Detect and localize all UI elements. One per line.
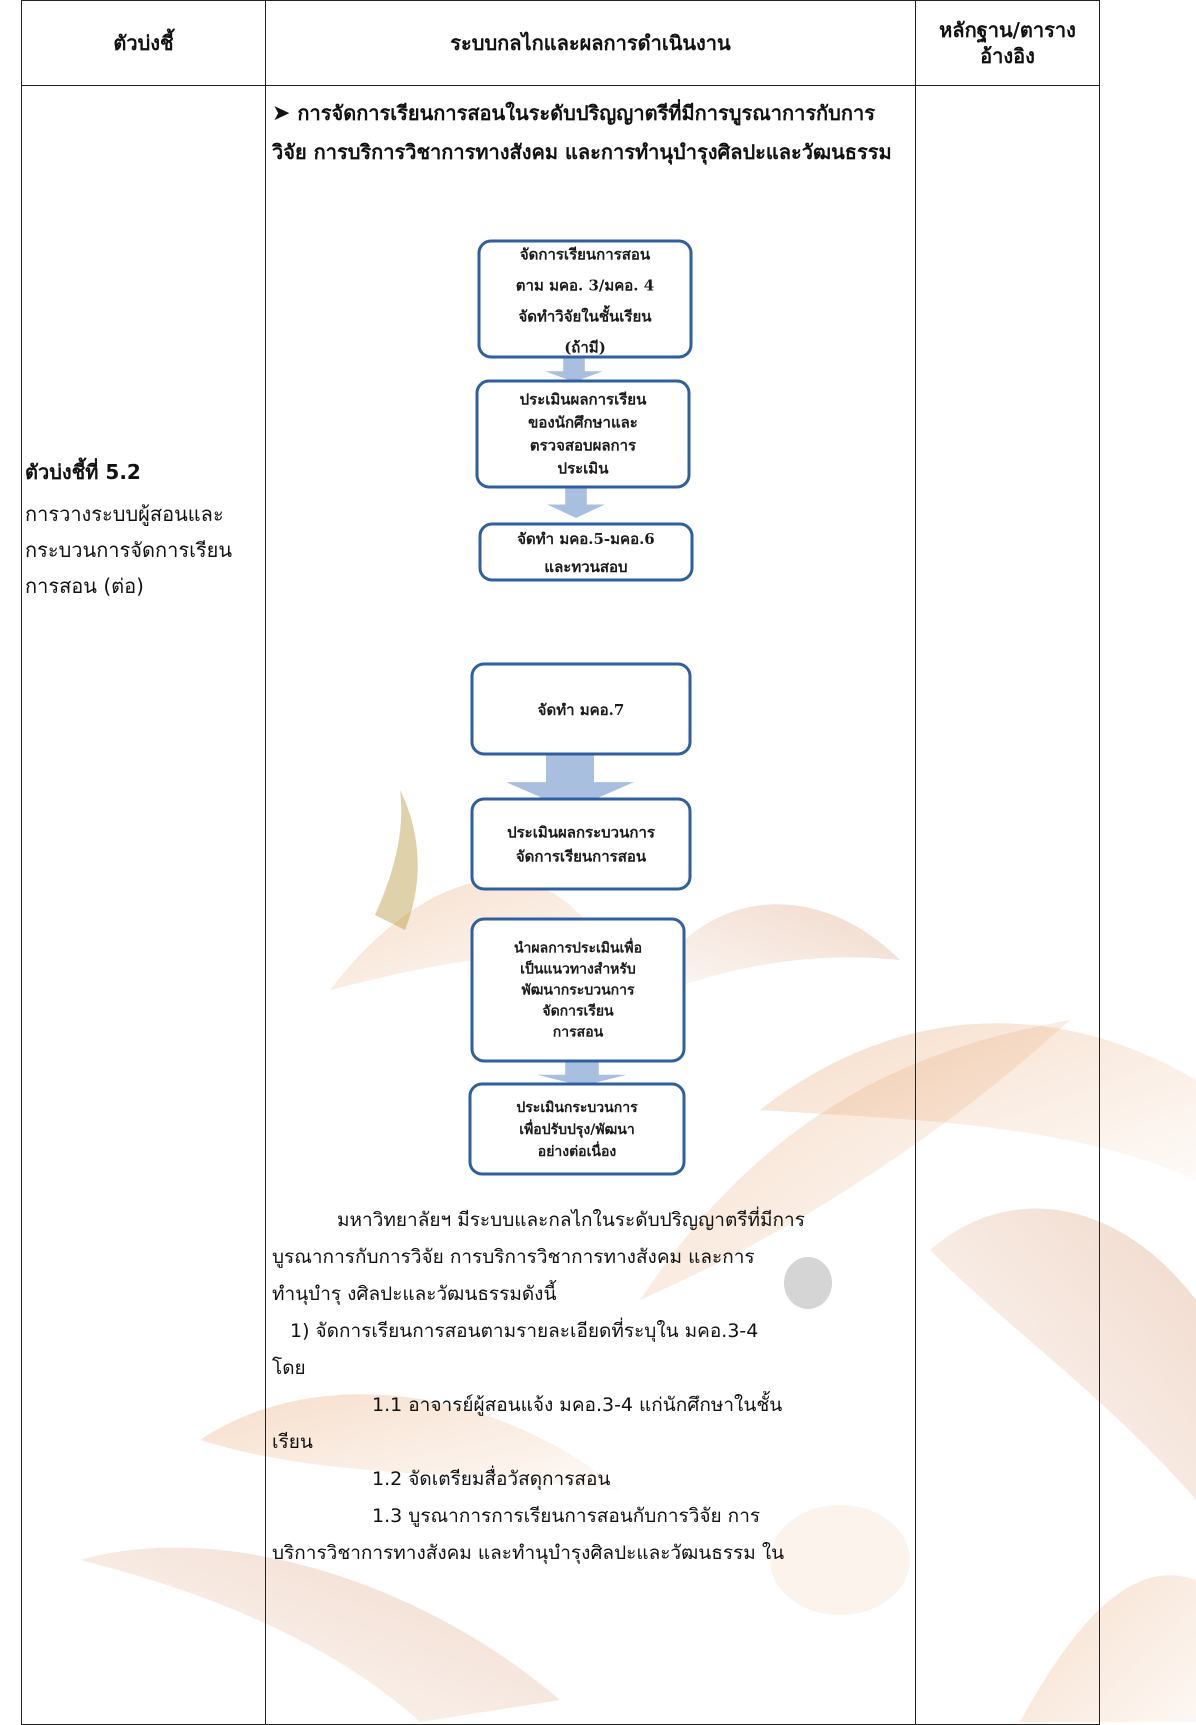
flow-step-text: ของนักศึกษาและ bbox=[528, 414, 638, 432]
flow-step: จัดทำ มคอ.5-มคอ.6 และทวนสอบ bbox=[478, 522, 694, 582]
section-heading: ➤ การจัดการเรียนการสอนในระดับปริญญาตรีที… bbox=[272, 94, 892, 171]
indicator-table: ตัวบ่งชี้ ระบบกลไกและผลการดำเนินงาน หลัก… bbox=[21, 0, 1100, 1725]
body-text: มหาวิทยาลัยฯ มีระบบและกลไกในระดับปริญญาต… bbox=[272, 1202, 897, 1572]
flow-step-box bbox=[468, 1082, 686, 1176]
intro-line: บูรณาการกับการวิจัย การบริการวิชาการทางส… bbox=[272, 1246, 755, 1268]
flow-step-text: จัดการเรียนการสอน bbox=[520, 245, 651, 263]
table-header-row: ตัวบ่งชี้ ระบบกลไกและผลการดำเนินงาน หลัก… bbox=[21, 0, 1100, 86]
flow-step-text: พัฒนากระบวนการ bbox=[522, 983, 635, 999]
list-item-1: 1) จัดการเรียนการสอนตามรายละเอียดที่ระบุ… bbox=[290, 1320, 759, 1342]
table-row: ตัวบ่งชี้ที่ 5.2 การวางระบบผู้สอนและกระบ… bbox=[21, 85, 1100, 1725]
flow-step-text: การสอน bbox=[553, 1025, 604, 1041]
flow-step-box bbox=[470, 917, 686, 1063]
flow-step-text: เพื่อปรับปรุง/พัฒนา bbox=[519, 1119, 634, 1138]
flow-step-box bbox=[470, 662, 692, 756]
list-item-1-1-cont: เรียน bbox=[272, 1431, 313, 1453]
flow-step-text: จัดทำ มคอ.5-มคอ.6 bbox=[517, 530, 654, 548]
arrow-bullet-icon: ➤ bbox=[272, 101, 291, 126]
list-item-1-3-cont: บริการวิชาการทางสังคม และทำนุบำรุงศิลปะแ… bbox=[272, 1542, 785, 1564]
flow-step-text: จัดทำ มคอ.7 bbox=[538, 701, 625, 719]
flow-step-text: เป็นแนวทางสำหรับ bbox=[520, 960, 636, 978]
flowchart: จัดการเรียนการสอนตาม มคอ. 3/มคอ. 4จัดทำว… bbox=[468, 239, 694, 1176]
flow-step: จัดการเรียนการสอนตาม มคอ. 3/มคอ. 4 จัดทำว… bbox=[477, 239, 693, 359]
flow-arrow-icon bbox=[545, 358, 603, 382]
evidence-cell bbox=[915, 85, 1100, 1725]
flow-step: นำผลการประเมินเพื่อเป็นแนวทางสำหรับพัฒนา… bbox=[470, 917, 686, 1063]
header-evidence-line1: หลักฐาน/ตาราง bbox=[939, 18, 1076, 42]
indicator-cell: ตัวบ่งชี้ที่ 5.2 การวางระบบผู้สอนและกระบ… bbox=[21, 85, 266, 1725]
flow-arrow-icon bbox=[547, 488, 605, 518]
flow-step-text: นำผลการประเมินเพื่อ bbox=[514, 938, 642, 957]
flow-step-box bbox=[478, 522, 694, 582]
flow-step-text: ตรวจสอบผลการ bbox=[530, 437, 637, 455]
flow-step-text: ประเมินกระบวนการ bbox=[516, 1100, 638, 1116]
flow-step-text: จัดการเรียนการสอน bbox=[516, 847, 647, 865]
flow-step: ประเมินผลการเรียนของนักศึกษาและตรวจสอบผล… bbox=[475, 379, 691, 489]
flow-step-text: (ถ้ามี) bbox=[564, 338, 606, 356]
flow-step-box bbox=[470, 797, 692, 891]
header-mechanism-label: ระบบกลไกและผลการดำเนินงาน bbox=[450, 31, 731, 55]
header-evidence: หลักฐาน/ตาราง อ้างอิง bbox=[915, 0, 1100, 86]
intro-line: มหาวิทยาลัยฯ มีระบบและกลไกในระดับปริญญาต… bbox=[337, 1209, 805, 1231]
flow-step: ประเมินกระบวนการเพื่อปรับปรุง/พัฒนาอย่าง… bbox=[468, 1082, 686, 1176]
indicator-description: การวางระบบผู้สอนและกระบวนการจัดการเรียนก… bbox=[25, 502, 233, 598]
mechanism-cell: ➤ การจัดการเรียนการสอนในระดับปริญญาตรีที… bbox=[265, 85, 916, 1725]
flow-step-text: อย่างต่อเนื่อง bbox=[538, 1141, 617, 1160]
flow-step-text: ประเมินผลการเรียน bbox=[520, 391, 647, 409]
flow-step: จัดทำ มคอ.7 bbox=[470, 662, 692, 756]
list-item-1-1: 1.1 อาจารย์ผู้สอนแจ้ง มคอ.3-4 แก่นักศึกษ… bbox=[372, 1394, 783, 1416]
flow-step-box bbox=[477, 239, 693, 359]
flow-step-text: ประเมินผลกระบวนการ bbox=[507, 823, 656, 841]
list-item-1-3: 1.3 บูรณาการการเรียนการสอนกับการวิจัย กา… bbox=[372, 1505, 761, 1527]
flow-step-text: ประเมิน bbox=[558, 460, 610, 478]
header-mechanism: ระบบกลไกและผลการดำเนินงาน bbox=[265, 0, 916, 86]
header-evidence-line2: อ้างอิง bbox=[980, 44, 1035, 68]
section-heading-text: การจัดการเรียนการสอนในระดับปริญญาตรีที่ม… bbox=[272, 101, 892, 164]
flow-arrow-icon bbox=[537, 1061, 627, 1086]
flow-step-text: ตาม มคอ. 3/มคอ. 4 bbox=[516, 276, 654, 294]
list-item-1-cont: โดย bbox=[272, 1357, 306, 1379]
flow-arrow-icon bbox=[506, 748, 634, 810]
list-item-1-2: 1.2 จัดเตรียมสื่อวัสดุการสอน bbox=[372, 1468, 611, 1490]
flow-step-text: จัดทำวิจัยในชั้นเรียน bbox=[518, 304, 652, 325]
flow-step-text: และทวนสอบ bbox=[544, 558, 627, 576]
indicator-title: ตัวบ่งชี้ที่ 5.2 bbox=[25, 460, 141, 484]
header-indicator: ตัวบ่งชี้ bbox=[21, 0, 266, 86]
intro-line: ทำนุบำรุ งศิลปะและวัฒนธรรมดังนี้ bbox=[272, 1283, 557, 1305]
flow-step-text: จัดการเรียน bbox=[542, 1004, 614, 1020]
header-indicator-label: ตัวบ่งชี้ bbox=[113, 31, 174, 55]
flow-step-box bbox=[475, 379, 691, 489]
